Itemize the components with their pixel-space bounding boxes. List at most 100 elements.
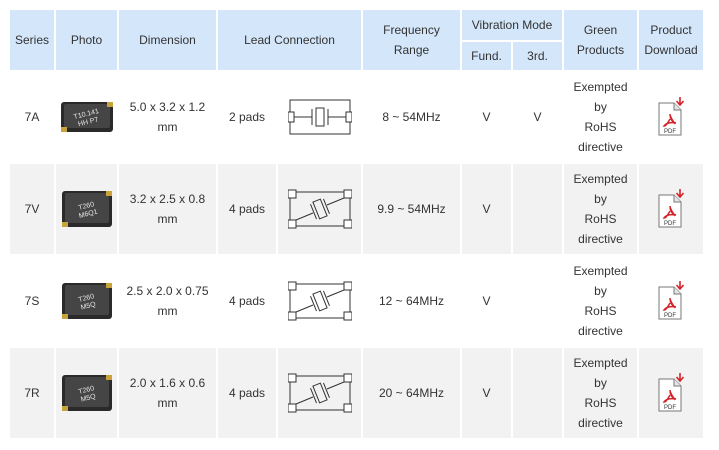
frequency-cell: 8 ~ 54MHz xyxy=(363,72,460,162)
frequency-cell: 20 ~ 64MHz xyxy=(363,348,460,438)
lead-diagram-wrap xyxy=(278,95,361,139)
pdf-label: PDF xyxy=(664,405,676,411)
download-cell: PDF xyxy=(639,256,703,346)
green-status-line: Exempted xyxy=(573,172,628,186)
green-status-line: directive xyxy=(578,324,623,338)
third-cell xyxy=(513,348,562,438)
dimension-cell: 5.0 x 3.2 x 1.2 mm xyxy=(119,72,216,162)
fund-cell: V xyxy=(462,164,511,254)
dimension-cell: 2.5 x 2.0 x 0.75 mm xyxy=(119,256,216,346)
third-cell xyxy=(513,256,562,346)
pdf-label: PDF xyxy=(664,313,676,319)
header-frequency-range: Frequency Range xyxy=(363,10,460,70)
fund-mode: V xyxy=(482,294,491,308)
header-product-download: Product Download xyxy=(639,10,703,70)
third-cell xyxy=(513,164,562,254)
frequency-range: 12 ~ 64MHz xyxy=(378,294,445,308)
green-status-line: by xyxy=(594,376,607,390)
series-name: 7V xyxy=(24,202,40,216)
header-series: Series xyxy=(10,10,54,70)
header-green-line1: Green xyxy=(583,23,618,37)
dimension-line1: 2.0 x 1.6 x 0.6 xyxy=(129,376,206,390)
header-vibration-mode: Vibration Mode xyxy=(462,10,562,40)
pdf-download-icon[interactable]: PDF xyxy=(656,281,686,321)
green-status-line: Exempted xyxy=(573,356,628,370)
green-status-line: by xyxy=(594,284,607,298)
photo-marking-1: T260 xyxy=(77,293,94,304)
third-mode: V xyxy=(533,110,542,124)
third-cell: V xyxy=(513,72,562,162)
series-cell: 7V xyxy=(10,164,54,254)
dimension-line1: 2.5 x 2.0 x 0.75 xyxy=(126,284,209,298)
dimension-unit: mm xyxy=(157,212,178,226)
pdf-download-icon[interactable]: PDF xyxy=(656,373,686,413)
series-cell: 7S xyxy=(10,256,54,346)
header-dimension: Dimension xyxy=(119,10,216,70)
green-status-line: RoHS xyxy=(584,212,617,226)
download-cell: PDF xyxy=(639,164,703,254)
4-pad-crystal-icon xyxy=(287,189,352,229)
header-green-products: Green Products xyxy=(564,10,637,70)
dimension-unit: mm xyxy=(157,120,178,134)
green-status-line: RoHS xyxy=(584,304,617,318)
green-status-line: directive xyxy=(578,140,623,154)
pdf-download-icon[interactable]: PDF xyxy=(656,189,686,229)
header-lead-connection: Lead Connection xyxy=(218,10,361,70)
photo-marking-2: HH P7 xyxy=(77,116,99,128)
series-name: 7A xyxy=(24,110,40,124)
lead-diagram-wrap xyxy=(278,279,361,323)
dimension-line1: 5.0 x 3.2 x 1.2 xyxy=(129,100,206,114)
fund-mode: V xyxy=(482,386,491,400)
series-name: 7S xyxy=(24,294,40,308)
header-photo: Photo xyxy=(56,10,117,70)
green-status-line: RoHS xyxy=(584,120,617,134)
green-status-line: RoHS xyxy=(584,396,617,410)
dimension-unit: mm xyxy=(157,304,178,318)
lead-connection-cell: 4 pads xyxy=(218,164,361,254)
header-frequency-line2: Range xyxy=(393,43,430,57)
photo-marking-1: T260 xyxy=(77,201,94,212)
lead-diagram-wrap xyxy=(278,187,361,231)
lead-connection-cell: 2 pads xyxy=(218,72,361,162)
pdf-label: PDF xyxy=(664,221,676,227)
4-pad-crystal-icon xyxy=(287,281,352,321)
green-status-line: by xyxy=(594,192,607,206)
green-status-line: by xyxy=(594,100,607,114)
lead-text: 2 pads xyxy=(228,110,266,124)
fund-cell: V xyxy=(462,348,511,438)
header-fund: Fund. xyxy=(462,42,511,70)
pdf-label: PDF xyxy=(664,129,676,135)
fund-cell: V xyxy=(462,256,511,346)
header-frequency-line1: Frequency xyxy=(383,23,440,37)
lead-connection-cell: 4 pads xyxy=(218,256,361,346)
lead-diagram-wrap xyxy=(278,371,361,415)
green-status-line: directive xyxy=(578,416,623,430)
frequency-cell: 12 ~ 64MHz xyxy=(363,256,460,346)
frequency-range: 8 ~ 54MHz xyxy=(382,110,441,124)
header-download-line2: Download xyxy=(644,43,698,57)
lead-text: 4 pads xyxy=(228,294,266,308)
fund-cell: V xyxy=(462,72,511,162)
green-status-line: directive xyxy=(578,232,623,246)
frequency-range: 9.9 ~ 54MHz xyxy=(377,202,446,216)
frequency-cell: 9.9 ~ 54MHz xyxy=(363,164,460,254)
header-download-line1: Product xyxy=(650,23,692,37)
pdf-download-icon[interactable]: PDF xyxy=(656,97,686,137)
photo-marking-2: M5Q xyxy=(80,301,97,312)
header-green-line2: Products xyxy=(576,43,625,57)
